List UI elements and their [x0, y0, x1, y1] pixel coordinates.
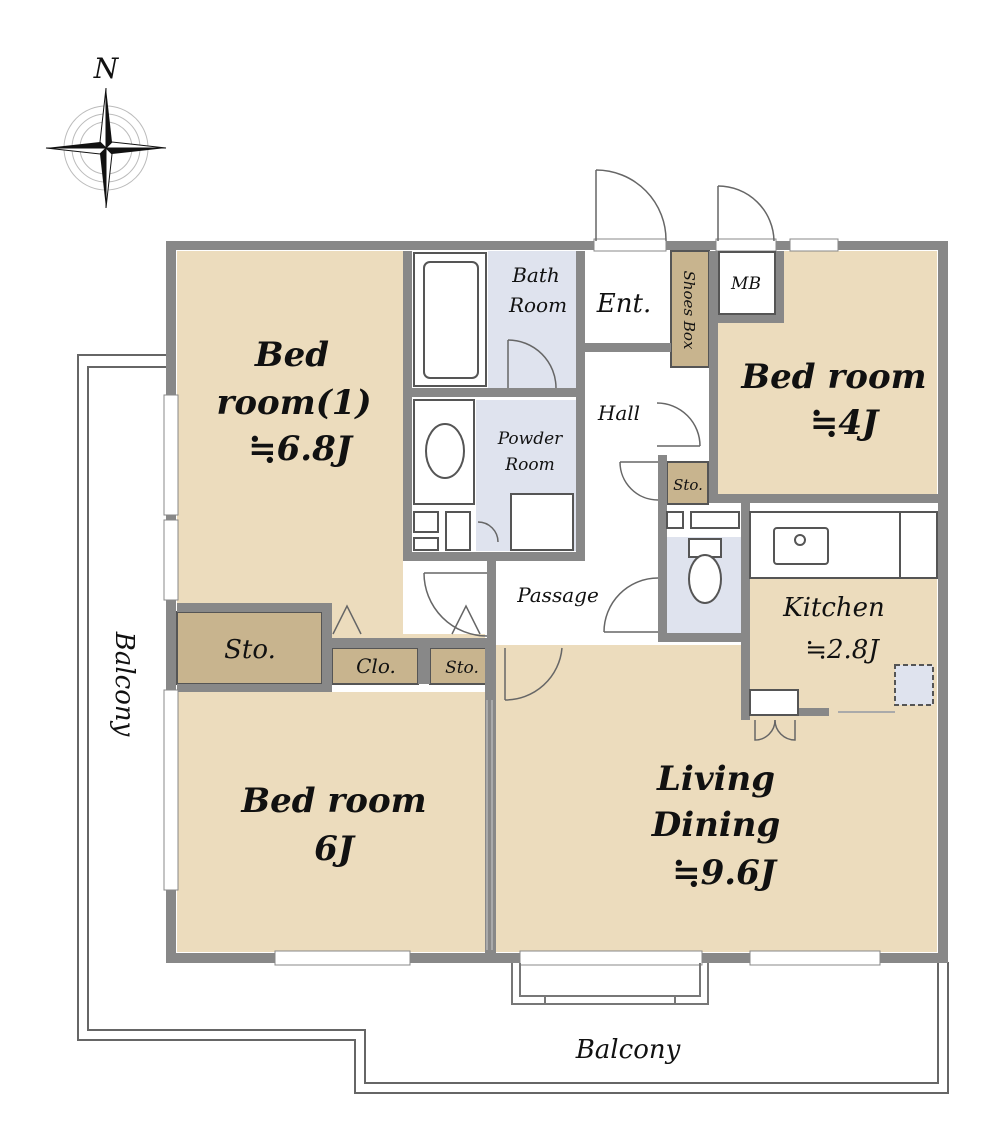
living-label-line1: Living — [656, 759, 775, 799]
balcony-west-label: Balcony — [109, 631, 139, 737]
storage-small-label: Sto. — [445, 658, 479, 678]
bedroom-1-area: ≒6.8J — [248, 429, 354, 469]
storage-small — [429, 647, 487, 685]
passage-label: Passage — [516, 583, 599, 607]
meter-box — [718, 251, 776, 315]
storage-hall — [666, 461, 709, 505]
bathroom-label-line2: Room — [508, 293, 567, 317]
openings — [163, 238, 881, 966]
closet-label: Clo. — [356, 654, 396, 678]
powder-shelves — [413, 511, 471, 551]
sliding-doors — [486, 700, 895, 950]
living-area: ≒9.6J — [672, 853, 778, 893]
washing-machine — [510, 493, 574, 551]
interior-walls — [177, 251, 938, 953]
powder-room-label-line2: Room — [504, 455, 554, 475]
doors — [332, 169, 796, 741]
kitchen-label: Kitchen — [782, 593, 885, 623]
bathtub — [413, 252, 487, 387]
fridge-space — [894, 664, 934, 706]
compass-north-label: N — [93, 52, 120, 85]
bathroom-floor — [488, 251, 576, 388]
meter-box-label: MB — [730, 274, 761, 294]
balcony-outline — [77, 354, 949, 1094]
storage-hall-label: Sto. — [673, 476, 703, 494]
toilet — [688, 538, 722, 604]
shoes-box — [670, 250, 710, 368]
compass-icon — [45, 87, 167, 209]
balcony-south-label: Balcony — [575, 1035, 681, 1065]
living-label-line2: Dining — [651, 805, 781, 845]
bedroom-1-label-line1: Bed — [254, 335, 329, 375]
washbasin — [413, 399, 475, 505]
toilet-shelves — [666, 511, 740, 529]
kitchen-cabinet — [749, 689, 799, 716]
bedroom-6j-label: Bed room — [240, 781, 426, 821]
bedroom-6j-floor — [177, 692, 487, 952]
living-floor — [496, 645, 937, 952]
bedroom-4j-area: ≒4J — [810, 403, 880, 443]
hall-label: Hall — [597, 401, 640, 425]
bathroom-label-line1: Bath — [511, 263, 560, 287]
storage-left-label: Sto. — [224, 635, 276, 665]
powder-room-label-line1: Powder — [497, 429, 563, 449]
kitchen-area: ≒2.8J — [805, 635, 880, 665]
kitchen-counter — [749, 511, 938, 579]
shoes-box-label: Shoes Box — [680, 271, 698, 350]
bedroom-4j-label: Bed room — [740, 357, 926, 397]
room-labels: Bed room(1) ≒6.8J Bed room ≒4J Bed room … — [109, 263, 927, 1065]
bedroom-6j-area: 6J — [314, 829, 356, 869]
bay-window — [511, 963, 709, 1005]
entrance-label: Ent. — [596, 289, 651, 319]
bedroom-1-floor — [177, 251, 403, 634]
bedroom-1-label-line2: room(1) — [216, 383, 371, 423]
